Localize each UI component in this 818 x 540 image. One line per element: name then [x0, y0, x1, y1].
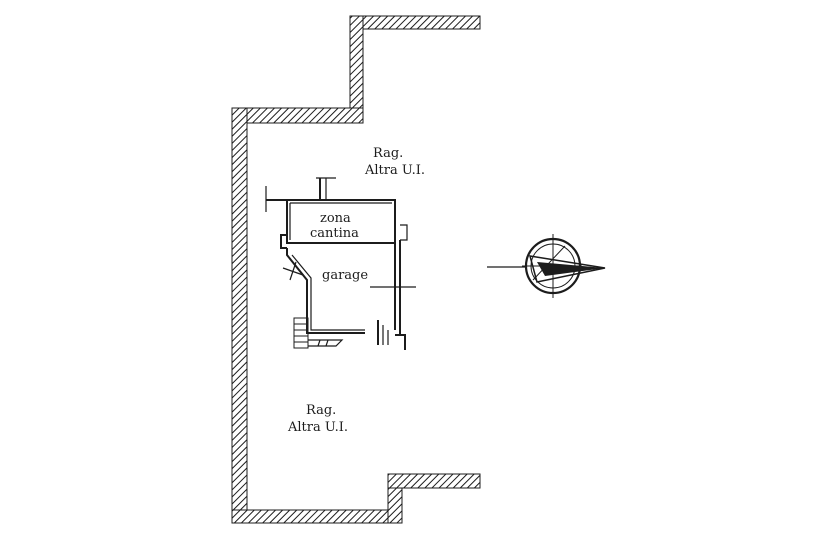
garage-unit-outline: [265, 177, 416, 350]
north-arrow-compass-icon: [487, 234, 606, 298]
lower-altra-label: Altra U.I.: [287, 420, 348, 435]
upper-altra-label: Altra U.I.: [364, 163, 425, 178]
zona-label: zona: [320, 211, 351, 226]
garage-label: garage: [322, 268, 368, 283]
upper-rag-label: Rag.: [373, 146, 403, 161]
outer-perimeter-wall: [231, 15, 481, 524]
stair-hatch: [293, 317, 344, 349]
lower-rag-label: Rag.: [306, 403, 336, 418]
cantina-label: cantina: [310, 226, 359, 241]
